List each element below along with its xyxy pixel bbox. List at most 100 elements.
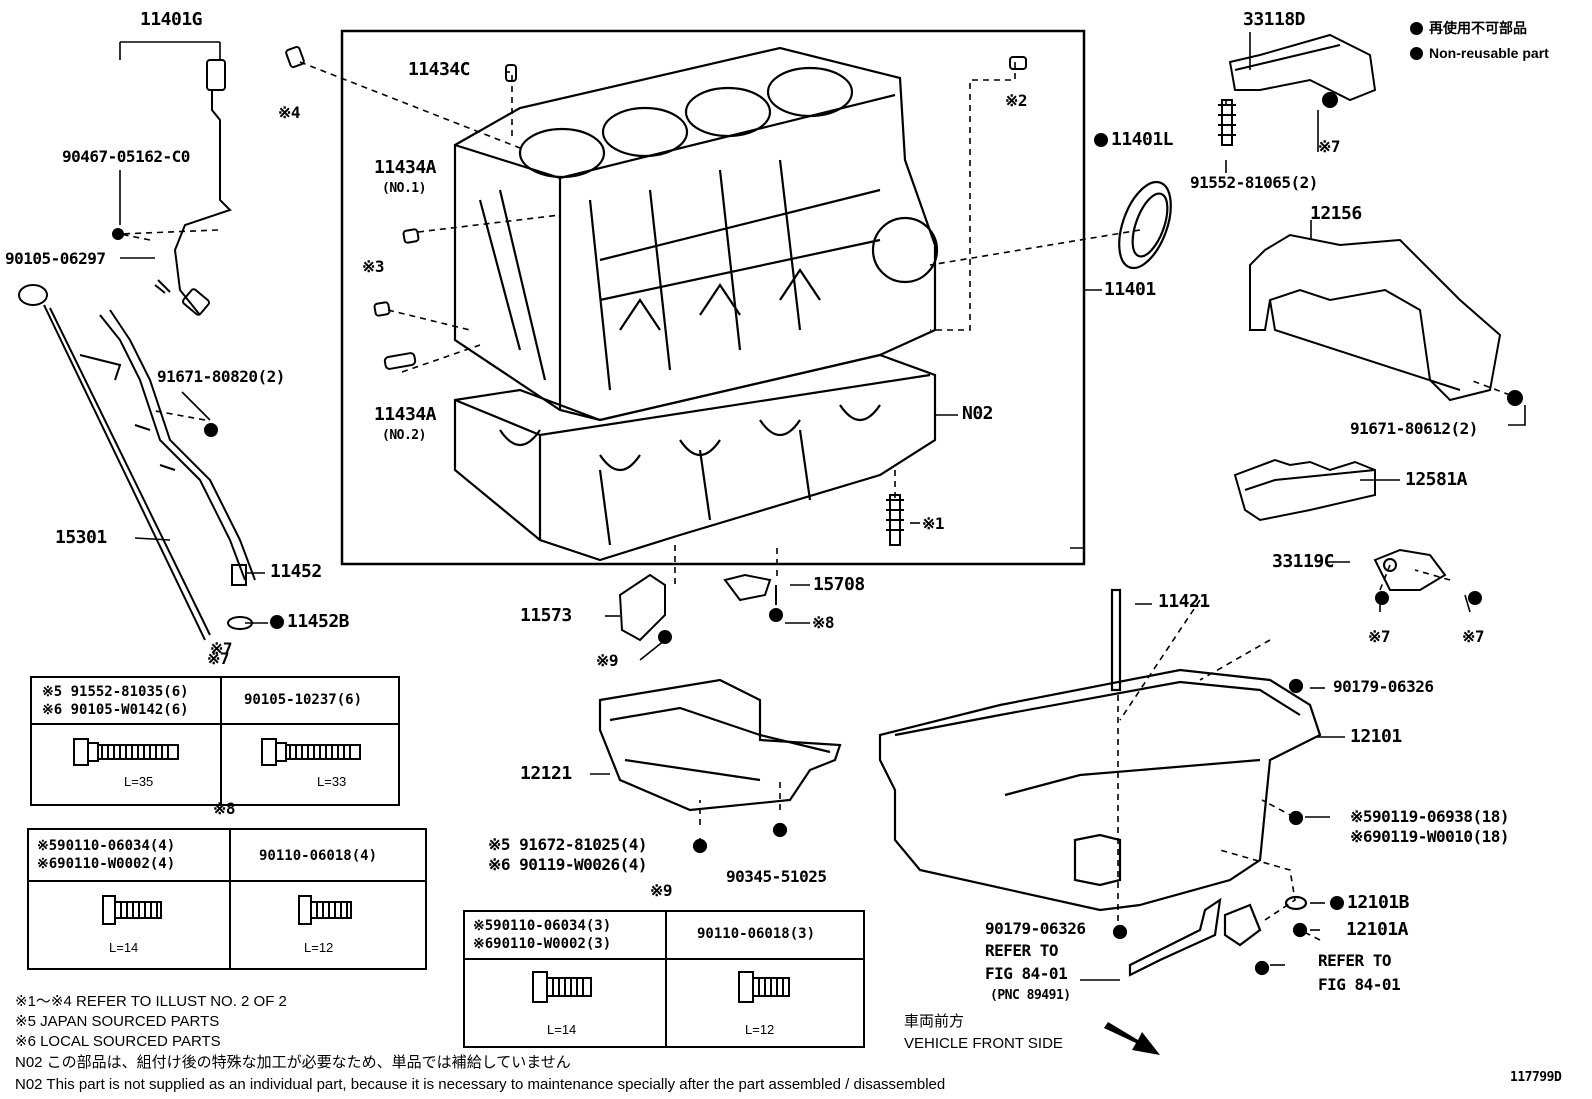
refer-fig-1-line1[interactable]: REFER TO bbox=[985, 941, 1059, 960]
bullet-icon bbox=[1410, 22, 1423, 35]
table7-title: ※7 bbox=[207, 649, 230, 668]
vehicle-front-label-jp: 車両前方 bbox=[904, 1013, 965, 1030]
part-label-90179-06326-b[interactable]: 90179-06326 bbox=[985, 919, 1086, 938]
legend-non-reusable-jp: 再使用不可部品 bbox=[1410, 20, 1527, 36]
insulator-12581A-drawing bbox=[1233, 458, 1376, 522]
part-label-11434C[interactable]: 11434C bbox=[408, 59, 471, 80]
dipstick-drawing bbox=[18, 284, 256, 641]
callout-mark-7-d: ※7 bbox=[1462, 627, 1485, 646]
table8-right-length: L=12 bbox=[304, 940, 334, 955]
bolt-icon bbox=[261, 738, 361, 766]
part-label-90467-05162-c0[interactable]: 90467-05162-C0 bbox=[62, 147, 190, 166]
table7-left-length: L=35 bbox=[124, 774, 154, 789]
vehicle-front-arrow bbox=[1104, 1022, 1160, 1055]
table7-right: 90105-10237(6) bbox=[244, 692, 363, 708]
part-label-12101[interactable]: 12101 bbox=[1350, 726, 1402, 747]
footnote-n02-jp: N02 この部品は、組付け後の特殊な加工が必要なため、単品では補給していません bbox=[15, 1054, 571, 1071]
vehicle-front-label-en: VEHICLE FRONT SIDE bbox=[904, 1035, 1063, 1052]
table9-title: ※9 bbox=[650, 881, 673, 900]
table7-left-line1: ※5 91552-81035(6) bbox=[42, 684, 189, 700]
part-label-12101B[interactable]: 12101B bbox=[1330, 893, 1410, 913]
bolt-icon bbox=[738, 971, 790, 1003]
callout-mark-7-a: ※7 bbox=[210, 639, 233, 658]
part-label-11401G[interactable]: 11401G bbox=[140, 9, 203, 30]
table7-right-length: L=33 bbox=[317, 774, 347, 789]
part-label-12121[interactable]: 12121 bbox=[520, 763, 572, 784]
callout-mark-7-b: ※7 bbox=[1318, 137, 1341, 156]
part-label-11434A-no2[interactable]: 11434A bbox=[374, 404, 437, 425]
table8-right: 90110-06018(4) bbox=[259, 848, 378, 864]
part-label-12156[interactable]: 12156 bbox=[1310, 203, 1362, 224]
part-label-11452B[interactable]: 11452B bbox=[270, 612, 350, 632]
document-id: 117799D bbox=[1510, 1070, 1562, 1085]
callout-mark-3: ※3 bbox=[362, 257, 385, 276]
callout-mark-7-c: ※7 bbox=[1368, 627, 1391, 646]
engine-block-frame bbox=[340, 29, 1086, 566]
refer-fig-1-pnc: (PNC 89491) bbox=[990, 988, 1071, 1003]
part-label-90105-06297[interactable]: 90105-06297 bbox=[5, 249, 106, 268]
table8-left-length: L=14 bbox=[109, 940, 139, 955]
part-label-91552-81065[interactable]: 91552-81065(2) bbox=[1190, 173, 1318, 192]
bolt-icon bbox=[298, 895, 352, 925]
callout-mark-8: ※8 bbox=[812, 613, 835, 632]
part-label-15708[interactable]: 15708 bbox=[813, 574, 865, 595]
pins-drawing bbox=[285, 45, 1027, 546]
footnote-refer-illust: ※1～※4 REFER TO ILLUST NO. 2 OF 2 bbox=[15, 993, 287, 1010]
part-label-11434A-no2-sub: (NO.2) bbox=[382, 428, 426, 443]
part-label-90119-w0010[interactable]: ※690119-W0010(18) bbox=[1350, 827, 1510, 846]
part-label-90119-06938[interactable]: ※590119-06938(18) bbox=[1350, 807, 1510, 826]
bracket-33118D-drawing bbox=[1218, 33, 1377, 146]
part-label-11434A-no1[interactable]: 11434A bbox=[374, 157, 437, 178]
table8-left-line1: ※590110-06034(4) bbox=[37, 838, 176, 854]
table9-left-length: L=14 bbox=[547, 1022, 577, 1037]
baffle-12156-drawing bbox=[1249, 233, 1523, 406]
sensor-wire-drawing bbox=[112, 59, 232, 316]
part-label-33118D[interactable]: 33118D bbox=[1243, 9, 1306, 30]
fastener-table-8: ※590110-06034(4) ※690110-W0002(4) 90110-… bbox=[27, 828, 427, 970]
part-label-91671-80612[interactable]: 91671-80612(2) bbox=[1350, 419, 1478, 438]
callout-mark-4: ※4 bbox=[278, 103, 301, 122]
fastener-table-9: ※590110-06034(3) ※690110-W0002(3) 90110-… bbox=[463, 910, 865, 1048]
refer-fig-2-line1[interactable]: REFER TO bbox=[1318, 951, 1392, 970]
callout-mark-2: ※2 bbox=[1005, 91, 1028, 110]
part-label-91671-80820[interactable]: 91671-80820(2) bbox=[157, 367, 285, 386]
table9-right-length: L=12 bbox=[745, 1022, 775, 1037]
part-label-91672-81025[interactable]: ※5 91672-81025(4) bbox=[488, 835, 648, 854]
part-label-12581A[interactable]: 12581A bbox=[1405, 469, 1468, 490]
part-label-90179-06326-a[interactable]: 90179-06326 bbox=[1333, 677, 1434, 696]
solid-leader-lines bbox=[119, 32, 1526, 981]
part-label-15301[interactable]: 15301 bbox=[55, 527, 107, 548]
refer-fig-2-line2[interactable]: FIG 84-01 bbox=[1318, 975, 1401, 994]
callout-mark-9: ※9 bbox=[596, 651, 619, 670]
part-label-33119C[interactable]: 33119C bbox=[1272, 551, 1335, 572]
bolt-icon bbox=[73, 738, 179, 766]
fastener-table-7: ※5 91552-81035(6) ※6 90105-W0142(6) 9010… bbox=[30, 676, 400, 806]
part-label-N02[interactable]: N02 bbox=[962, 403, 994, 424]
part-label-90345-51025[interactable]: 90345-51025 bbox=[726, 867, 827, 886]
cylinder-block-drawing bbox=[453, 46, 939, 422]
oil-pan-upper-drawing bbox=[598, 678, 842, 854]
part-label-11452[interactable]: 11452 bbox=[270, 561, 322, 582]
rear-oil-seal bbox=[1118, 180, 1172, 270]
part-label-90119-w0026[interactable]: ※6 90119-W0026(4) bbox=[488, 855, 648, 874]
part-label-11434A-no1-sub: (NO.1) bbox=[382, 181, 426, 196]
table9-left-line2: ※690110-W0002(3) bbox=[473, 936, 612, 952]
part-label-11401L[interactable]: 11401L bbox=[1094, 130, 1174, 150]
footnote-local-sourced: ※6 LOCAL SOURCED PARTS bbox=[15, 1033, 221, 1050]
refer-fig-1-line2[interactable]: FIG 84-01 bbox=[985, 964, 1068, 983]
part-label-12101A[interactable]: 12101A bbox=[1346, 919, 1409, 940]
footnote-japan-sourced: ※5 JAPAN SOURCED PARTS bbox=[15, 1013, 220, 1030]
table7-left-line2: ※6 90105-W0142(6) bbox=[42, 702, 189, 718]
part-label-11401[interactable]: 11401 bbox=[1104, 279, 1156, 300]
bullet-icon bbox=[1410, 47, 1423, 60]
bolt-icon bbox=[532, 971, 592, 1003]
table8-left-line2: ※690110-W0002(4) bbox=[37, 856, 176, 872]
part-label-11421[interactable]: 11421 bbox=[1158, 591, 1210, 612]
part-label-11573[interactable]: 11573 bbox=[520, 605, 572, 626]
block-leader-lines bbox=[119, 61, 1511, 941]
bolt-icon bbox=[102, 895, 162, 925]
callout-mark-1: ※1 bbox=[922, 514, 945, 533]
table8-title: ※8 bbox=[213, 799, 236, 818]
